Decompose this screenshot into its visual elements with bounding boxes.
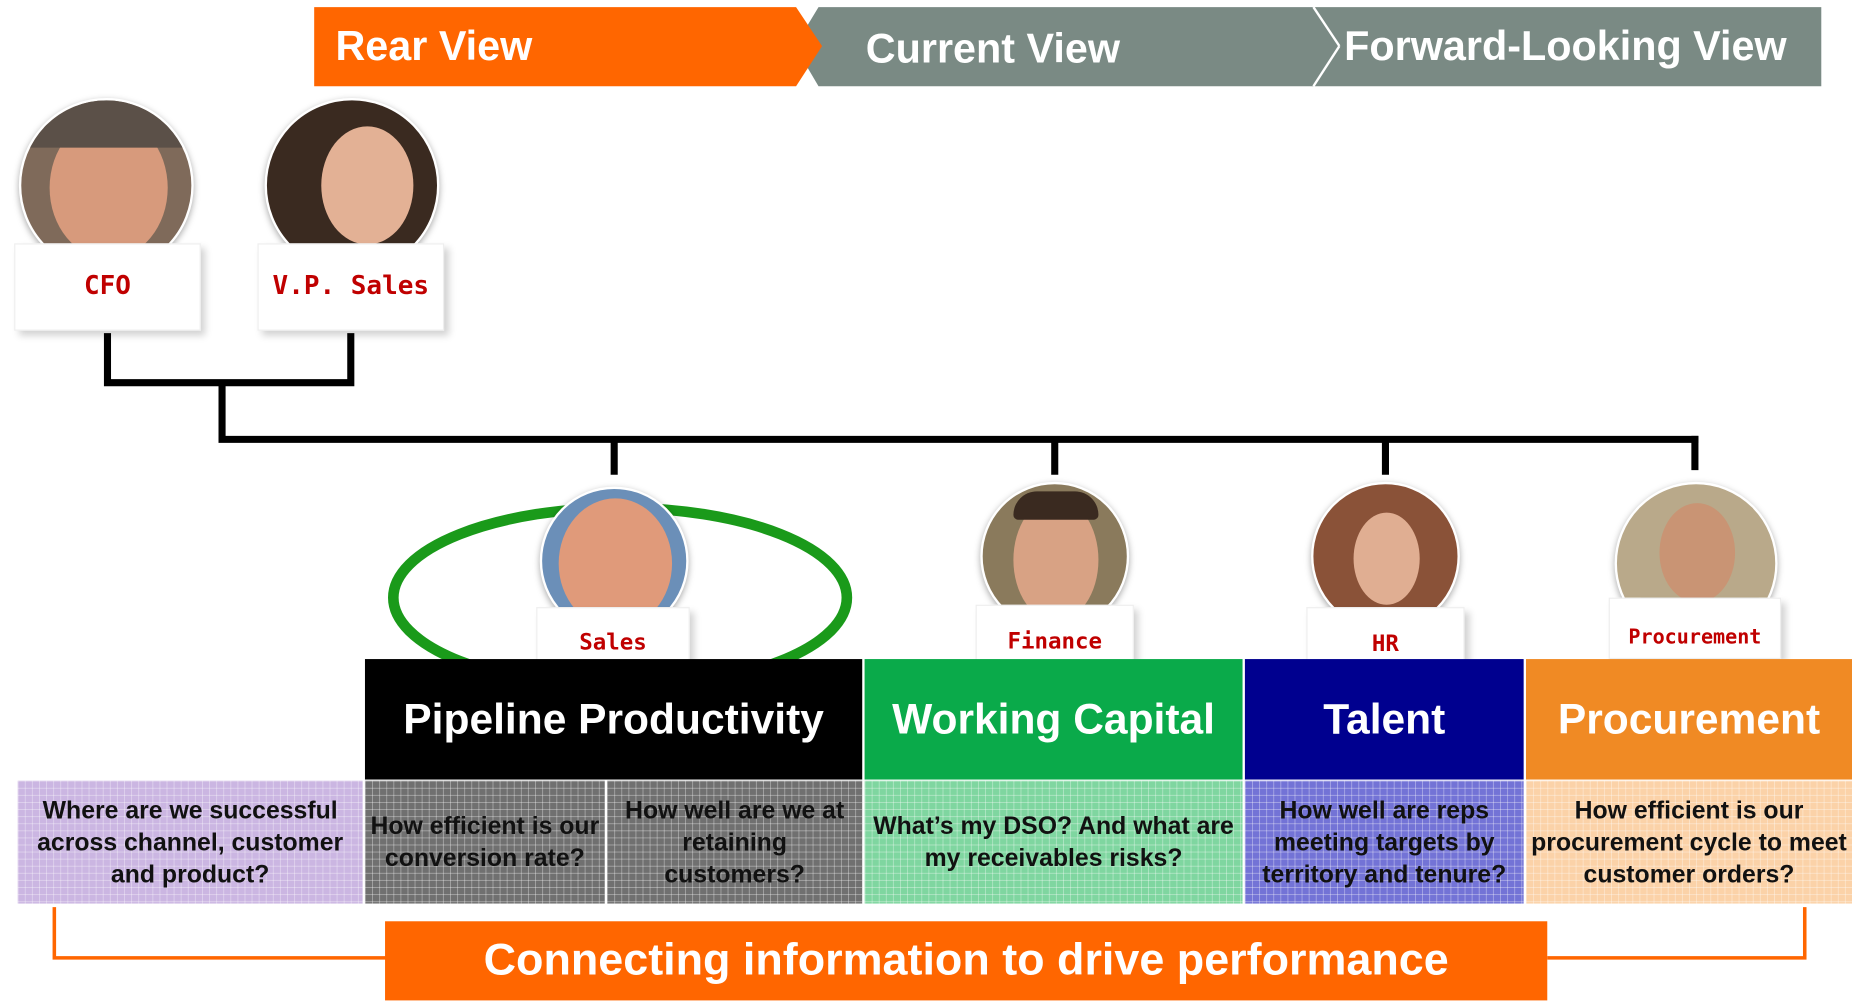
domain-procurement: Procurement <box>1526 659 1852 780</box>
bottom-bracket <box>52 907 1807 960</box>
cfo-label: CFO <box>14 243 201 331</box>
procurement-label: Procurement <box>1608 597 1782 660</box>
question-procurement-cycle: How efficient is our procurement cycle t… <box>1526 780 1852 904</box>
question-reps: How well are reps meeting targets by ter… <box>1245 780 1524 904</box>
tab-rear-view: Rear View <box>335 23 533 70</box>
sales-label: Sales <box>536 607 690 664</box>
question-channel: Where are we successful across channel, … <box>18 780 363 904</box>
hr-label: HR <box>1306 607 1465 662</box>
question-dso: What’s my DSO? And what are my receivabl… <box>865 780 1243 904</box>
view-bar-shapes <box>314 6 1822 87</box>
question-retention: How well are we at retaining customers? <box>607 780 862 904</box>
tab-current-view: Current View <box>865 25 1120 73</box>
finance-label: Finance <box>975 604 1134 662</box>
vp-sales-label: V.P. Sales <box>257 243 445 331</box>
avatar-hr <box>1311 481 1460 631</box>
question-conversion: How efficient is our conversion rate? <box>365 780 605 904</box>
bottom-banner: Connecting information to drive performa… <box>385 921 1548 1001</box>
current-view-arrow <box>794 7 1340 87</box>
tab-forward-view: Forward-Looking View <box>1344 23 1787 70</box>
forward-view-arrow <box>1313 7 1822 87</box>
domain-talent: Talent <box>1244 659 1524 780</box>
domain-pipeline-productivity: Pipeline Productivity <box>364 659 863 780</box>
domain-working-capital: Working Capital <box>864 659 1243 780</box>
rear-view-arrow <box>314 7 823 87</box>
